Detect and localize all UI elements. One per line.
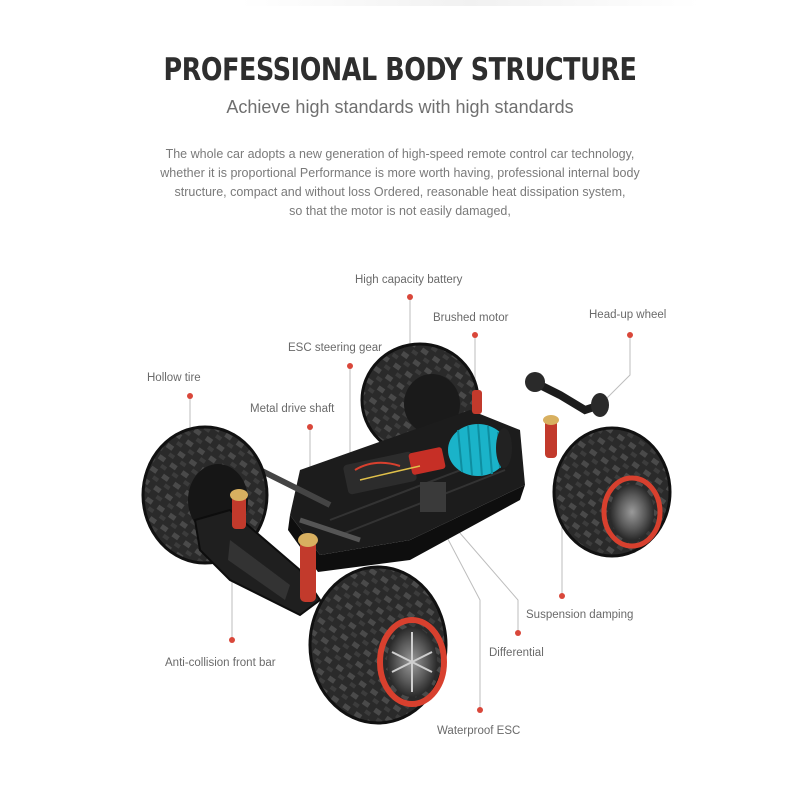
description-line: whether it is proportional Performance i… — [160, 166, 640, 180]
callout-dot — [407, 294, 413, 300]
brushed-motor — [448, 423, 512, 477]
battery-and-esc — [343, 447, 446, 512]
page-title: PROFESSIONAL BODY STRUCTURE — [163, 52, 637, 88]
label-waterproof-esc: Waterproof ESC — [437, 725, 521, 737]
callout-dot — [627, 332, 633, 338]
label-differential: Differential — [489, 647, 544, 659]
label-metal-drive-shaft: Metal drive shaft — [250, 403, 335, 415]
callout-dot — [477, 707, 483, 713]
metal-drive-shaft — [258, 467, 361, 543]
callout-dot — [515, 630, 521, 636]
description-line: so that the motor is not easily damaged, — [289, 204, 511, 218]
label-hollow-tire: Hollow tire — [147, 372, 201, 384]
suspension-dampers — [230, 390, 559, 602]
top-shadow — [240, 0, 700, 6]
callout-dot — [559, 593, 565, 599]
callout-dot — [347, 363, 353, 369]
label-suspension-damping: Suspension damping — [526, 609, 634, 621]
label-brushed-motor: Brushed motor — [433, 312, 509, 324]
label-esc-steering-gear: ESC steering gear — [288, 342, 382, 354]
label-high-capacity-battery: High capacity battery — [355, 274, 463, 286]
callout-dot — [307, 424, 313, 430]
front-right-wheel — [308, 565, 448, 725]
description-line: The whole car adopts a new generation of… — [165, 147, 635, 161]
head-up-wheel-bar — [525, 372, 609, 417]
label-head-up-wheel: Head-up wheel — [589, 309, 667, 321]
callout-dot — [472, 332, 478, 338]
callout-dot — [187, 393, 193, 399]
label-anti-collision-front-bar: Anti-collision front bar — [165, 657, 276, 669]
callout-dot — [229, 637, 235, 643]
description-line: structure, compact and without loss Orde… — [174, 185, 626, 199]
description: The whole car adopts a new generation of… — [130, 145, 670, 221]
rear-right-wheel — [552, 426, 672, 558]
page-subtitle: Achieve high standards with high standar… — [226, 97, 574, 117]
